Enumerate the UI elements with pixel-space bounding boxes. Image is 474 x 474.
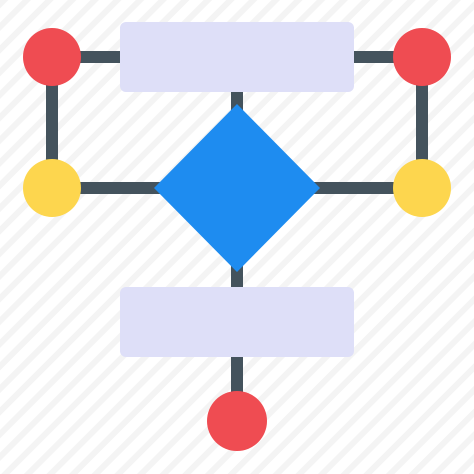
left-yellow-node [23,159,81,217]
right-yellow-node [393,159,451,217]
decision-diamond [154,104,320,272]
top-right-red-node [393,28,451,86]
top-process-box [120,22,354,92]
bottom-red-node [207,391,267,451]
bottom-process-box [120,287,354,357]
top-left-red-node [23,28,81,86]
